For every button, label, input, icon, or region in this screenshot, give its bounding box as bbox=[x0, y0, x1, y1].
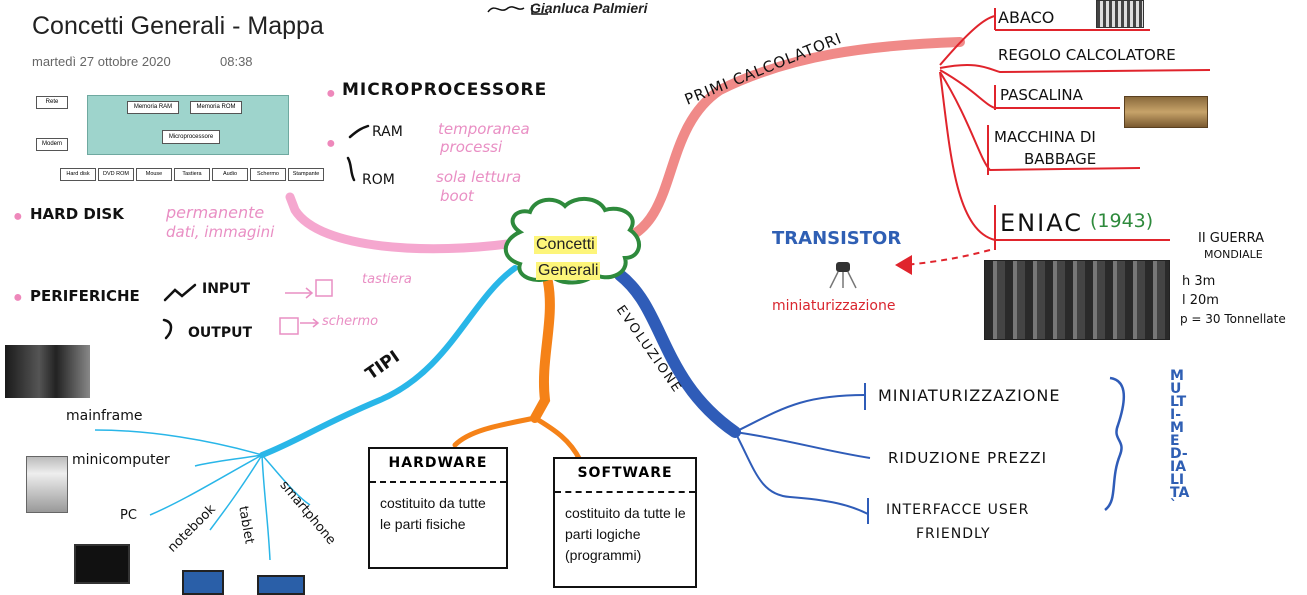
war-1: II GUERRA bbox=[1198, 231, 1265, 246]
evo-riduzione: RIDUZIONE PREZZI bbox=[888, 449, 1048, 467]
diagram-modem: Modem bbox=[36, 138, 68, 151]
branch-primi-calcolatori bbox=[617, 37, 965, 245]
note-output: schermo bbox=[322, 314, 379, 329]
transistor-arrow bbox=[895, 255, 912, 275]
label-evoluzione: EVOLUZIONE bbox=[612, 303, 685, 416]
label-output: OUTPUT bbox=[188, 325, 252, 341]
diagram-rom: Memoria ROM bbox=[190, 101, 242, 114]
war-2: MONDIALE bbox=[1204, 248, 1263, 261]
tipo-pc: PC bbox=[120, 508, 137, 523]
diagram-peripheral: Stampante bbox=[288, 168, 324, 181]
software-title: SOFTWARE bbox=[577, 465, 673, 481]
label-periferiche: PERIFERICHE bbox=[30, 287, 140, 305]
diagram-peripheral: Hard disk bbox=[60, 168, 96, 181]
calc-babbage: BABBAGE bbox=[1024, 150, 1097, 168]
note-rom-2: boot bbox=[440, 187, 474, 205]
software-body: costituito da tutte le parti logiche (pr… bbox=[565, 505, 686, 563]
eniac-height: h 3m bbox=[1182, 274, 1216, 289]
branch-calcolatori-fan bbox=[904, 8, 1211, 266]
eniac-weight: p = 30 Tonnellate bbox=[1180, 312, 1286, 326]
branch-tipi bbox=[259, 265, 518, 458]
output-squiggle bbox=[162, 318, 173, 340]
diagram-peripheral: Audio bbox=[212, 168, 248, 181]
diagram-ram: Memoria RAM bbox=[127, 101, 179, 114]
tablet-image bbox=[257, 575, 305, 595]
page-time: 08:38 bbox=[220, 54, 253, 69]
calc-pascalina: PASCALINA bbox=[1000, 86, 1083, 104]
calc-regolo: REGOLO CALCOLATORE bbox=[998, 46, 1176, 64]
software-separator bbox=[555, 491, 695, 493]
note-hd-2: dati, immagini bbox=[166, 223, 275, 241]
label-rom: ROM bbox=[362, 172, 395, 188]
calc-eniac: ENIAC bbox=[1000, 209, 1083, 237]
bullet-icon: ● bbox=[13, 289, 23, 306]
hardware-box: HARDWARE costituito da tutte le parti fi… bbox=[368, 447, 508, 569]
pascalina-image bbox=[1124, 96, 1208, 128]
notebook-image bbox=[182, 570, 224, 595]
note-hd-1: permanente bbox=[166, 203, 265, 222]
bullet-icon: ● bbox=[326, 85, 336, 102]
eniac-length: l 20m bbox=[1182, 293, 1219, 308]
bullet-icon: ● bbox=[13, 208, 23, 225]
center-label-1: Concetti bbox=[534, 236, 597, 254]
branch-tipi-fan bbox=[94, 429, 311, 561]
branch-hw-sw bbox=[530, 277, 555, 423]
input-squiggle bbox=[163, 283, 197, 302]
tipo-mainframe: mainframe bbox=[66, 408, 143, 424]
center-label-2: Generali bbox=[536, 262, 601, 280]
hardware-title: HARDWARE bbox=[388, 455, 488, 471]
diagram-peripheral: Mouse bbox=[136, 168, 172, 181]
rom-squiggle bbox=[346, 156, 356, 182]
author-name: Gianluca Palmieri bbox=[530, 0, 648, 16]
branch-hard-disk bbox=[285, 192, 520, 254]
computer-block-diagram: Rete Modem Memoria RAM Memoria ROM Micro… bbox=[32, 90, 324, 182]
label-hard-disk: HARD DISK bbox=[30, 205, 124, 223]
evo-miniaturizzazione: MINIATURIZZAZIONE bbox=[878, 386, 1061, 405]
hardware-body: costituito da tutte le parti fisiche bbox=[380, 495, 486, 532]
diagram-peripherals: Hard disk DVD ROM Mouse Tastiera Audio S… bbox=[60, 168, 324, 181]
diagram-main-board bbox=[87, 95, 289, 155]
center-node-line2: Generali bbox=[536, 262, 601, 280]
note-transistor: miniaturizzazione bbox=[772, 298, 896, 314]
hardware-separator bbox=[370, 481, 506, 483]
diagram-peripheral: Tastiera bbox=[174, 168, 210, 181]
signature-mark bbox=[487, 5, 548, 15]
eniac-photo bbox=[984, 260, 1170, 340]
abacus-image bbox=[1096, 0, 1144, 28]
calc-macchina: MACCHINA DI bbox=[994, 128, 1096, 146]
minicomputer-image bbox=[26, 456, 68, 513]
ram-squiggle bbox=[348, 124, 370, 139]
note-ram-1: temporanea bbox=[438, 120, 530, 138]
diagram-peripheral: Schermo bbox=[250, 168, 286, 181]
transistor-icon bbox=[829, 262, 857, 289]
diagram-rete: Rete bbox=[36, 96, 68, 109]
label-multimedialita: MULTI-MED-IALITA` bbox=[1170, 368, 1190, 514]
note-ram-2: processi bbox=[440, 138, 503, 156]
bullet-icon: ● bbox=[326, 135, 336, 152]
io-sketches bbox=[279, 279, 333, 335]
label-microprocessore: MICROPROCESSORE bbox=[342, 80, 548, 100]
branch-evoluzione bbox=[614, 269, 741, 438]
evo-interfacce: INTERFACCE USER bbox=[886, 502, 1030, 518]
page-date: martedì 27 ottobre 2020 bbox=[32, 54, 171, 69]
branch-evoluzione-fan bbox=[734, 376, 1126, 524]
evo-friendly: FRIENDLY bbox=[916, 526, 991, 542]
mainframe-image bbox=[5, 345, 90, 398]
eniac-year: (1943) bbox=[1090, 210, 1154, 232]
label-transistor: TRANSISTOR bbox=[772, 228, 902, 249]
pc-image bbox=[74, 544, 130, 584]
label-ram: RAM bbox=[372, 124, 403, 140]
note-rom-1: sola lettura bbox=[436, 168, 522, 186]
tipo-minicomputer: minicomputer bbox=[72, 452, 170, 468]
note-input: tastiera bbox=[362, 272, 412, 287]
page-title: Concetti Generali - Mappa bbox=[32, 12, 324, 40]
label-input: INPUT bbox=[202, 281, 251, 297]
calc-abaco: ABACO bbox=[998, 8, 1055, 27]
center-node: Concetti bbox=[534, 236, 597, 254]
software-box: SOFTWARE costituito da tutte le parti lo… bbox=[553, 457, 697, 588]
diagram-cpu: Microprocessore bbox=[162, 130, 220, 144]
diagram-peripheral: DVD ROM bbox=[98, 168, 134, 181]
